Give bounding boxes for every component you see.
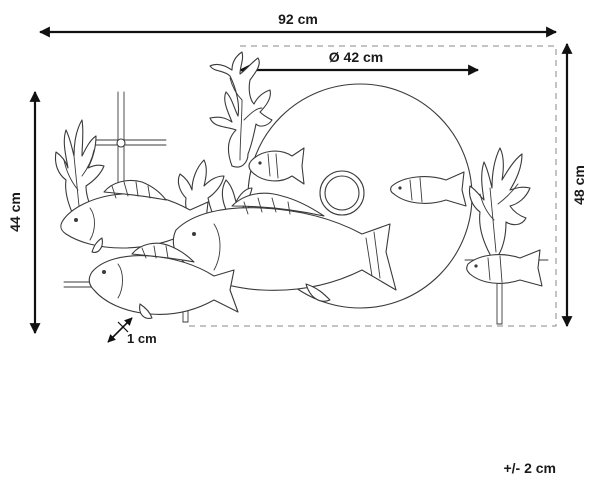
medium-fish-bottom	[88, 242, 239, 319]
depth-label: 1 cm	[127, 331, 157, 346]
outline-guides	[186, 45, 557, 327]
depth-dimension: 1 cm	[107, 317, 157, 346]
width-dimension: 92 cm	[38, 11, 558, 38]
large-fish-center	[172, 192, 397, 302]
depth-tick	[117, 321, 129, 333]
coral-top-center	[209, 51, 273, 168]
width-label: 92 cm	[278, 11, 318, 27]
frame-height-label: 44 cm	[7, 192, 23, 232]
depth-arrow	[107, 317, 133, 343]
height-dimension: 48 cm	[561, 42, 587, 328]
small-fish-right	[466, 249, 543, 287]
dashed-bounding-box	[186, 45, 557, 327]
height-label: 48 cm	[571, 165, 587, 205]
small-fish-top	[248, 147, 305, 185]
frame-height-dimension: 44 cm	[7, 90, 41, 335]
tolerance-note: +/- 2 cm	[503, 460, 556, 476]
small-fish-middle	[390, 171, 467, 207]
diameter-label: Ø 42 cm	[329, 49, 383, 65]
diameter-dimension: Ø 42 cm	[238, 49, 480, 76]
coral-right	[468, 147, 531, 260]
